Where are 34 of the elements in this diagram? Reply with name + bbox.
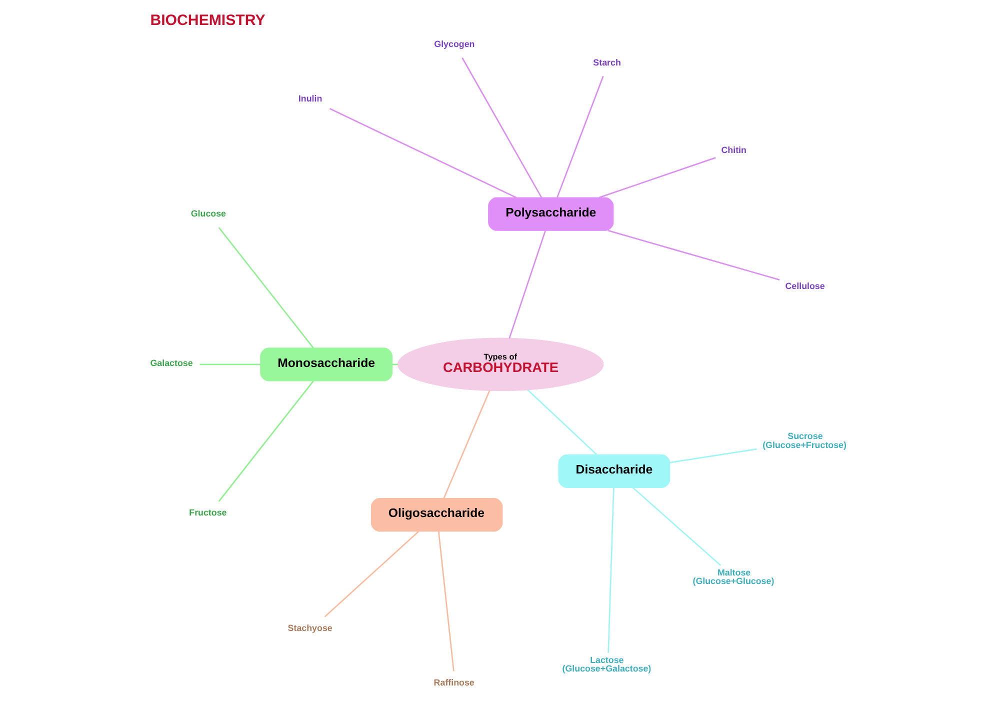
connector bbox=[598, 157, 716, 198]
node-text: Starch bbox=[593, 57, 621, 68]
connector bbox=[462, 57, 542, 198]
connector bbox=[438, 531, 454, 672]
node-text: Fructose bbox=[189, 508, 227, 518]
node-text: Stachyose bbox=[288, 622, 332, 633]
connector bbox=[608, 488, 614, 653]
node-text: Sucrose (Glucose+Fructose) bbox=[762, 430, 846, 450]
connector bbox=[218, 380, 314, 502]
node-text: Cellulose bbox=[785, 281, 825, 292]
node-text: Raffinose bbox=[434, 677, 474, 688]
connector bbox=[632, 487, 722, 566]
diagram-title: BIOCHEMISTRY bbox=[150, 12, 266, 29]
node-box: Disaccharide bbox=[558, 454, 670, 488]
connector bbox=[218, 227, 314, 348]
connector bbox=[329, 108, 517, 198]
connector bbox=[200, 364, 260, 366]
node-box: Polysaccharide bbox=[488, 197, 614, 231]
connector bbox=[608, 230, 780, 280]
connector bbox=[670, 448, 757, 464]
node-text: Glucose bbox=[190, 208, 226, 219]
connector bbox=[324, 530, 420, 618]
connector bbox=[443, 390, 490, 499]
node-text: Lactose (Glucose+Galactose) bbox=[562, 654, 652, 674]
node-text: Chitin bbox=[721, 144, 746, 155]
connector bbox=[556, 76, 604, 198]
node-box: Monosaccharide bbox=[260, 348, 393, 382]
connector bbox=[527, 390, 597, 455]
node-text: Glycogen bbox=[434, 38, 475, 49]
node-text: Galactose bbox=[150, 358, 193, 368]
connector bbox=[508, 230, 546, 338]
node-box: Oligosaccharide bbox=[370, 498, 503, 532]
node-text: Inulin bbox=[298, 93, 322, 104]
node-text: Maltose (Glucose+Glucose) bbox=[692, 567, 774, 586]
